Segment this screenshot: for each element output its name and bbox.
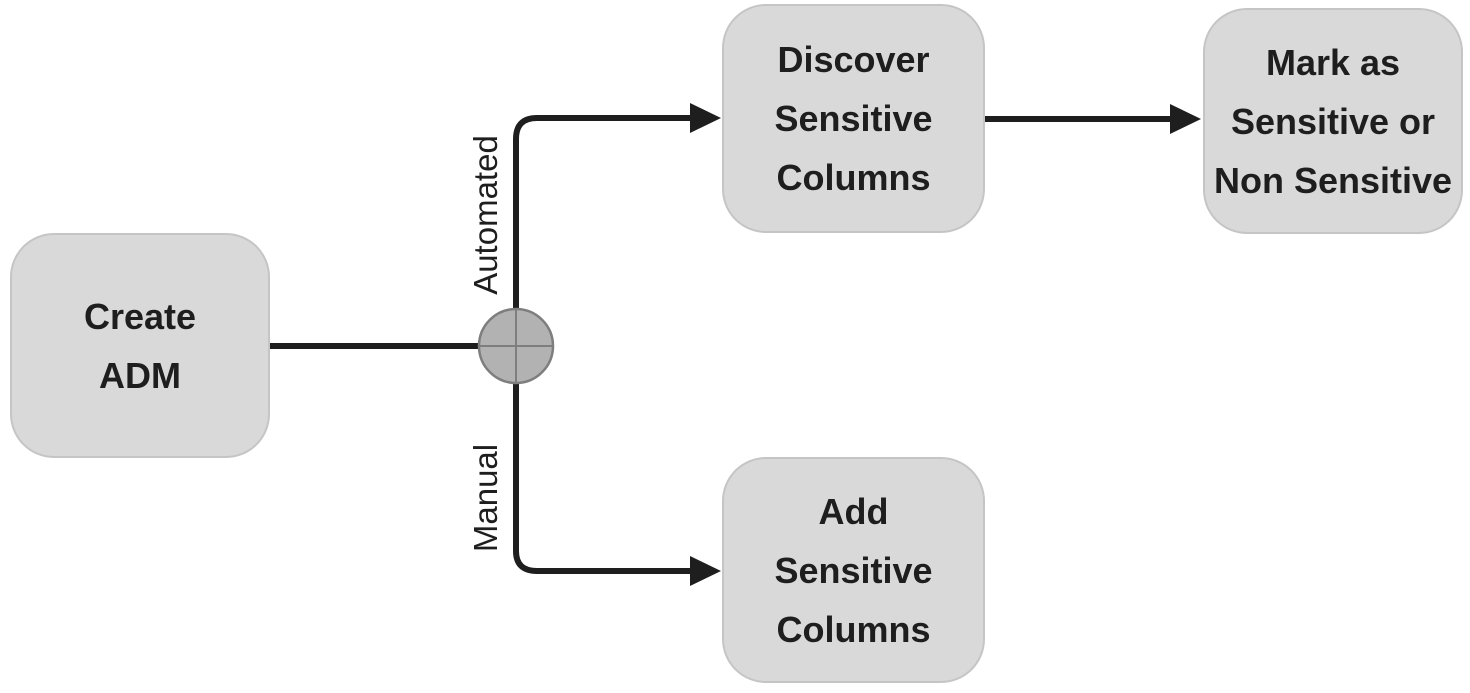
node-label-line: Mark as: [1265, 41, 1401, 83]
node-label-line: Columns: [776, 157, 931, 198]
node-mark-sensitive-or-non-sensitive: Mark as Sensitive or Non Sensitive: [1203, 8, 1463, 234]
node-create-adm: Create ADM: [10, 233, 270, 458]
junction-node: [477, 307, 555, 385]
node-label-line: Sensitive: [774, 98, 933, 139]
edge-manual-path: [513, 346, 691, 574]
node-discover-sensitive-columns: Discover Sensitive Columns: [722, 4, 985, 233]
edge-automated-path: [513, 115, 691, 346]
manual-arrowhead-icon: [690, 556, 721, 586]
edge-label-manual: Manual: [467, 443, 504, 553]
node-label-line: Columns: [776, 608, 931, 650]
node-label-line: Create: [83, 295, 197, 337]
node-label-line: Sensitive or: [1230, 100, 1436, 142]
node-label-line: Sensitive: [774, 549, 933, 591]
node-label-line: Non Sensitive: [1213, 159, 1453, 201]
mark-arrowhead-icon: [1170, 104, 1201, 134]
node-label-line: Add: [818, 490, 889, 532]
edge-label-automated: Automated: [467, 135, 504, 295]
node-label-line: ADM: [99, 354, 181, 396]
node-add-sensitive-columns: Add Sensitive Columns: [722, 457, 985, 683]
node-label-line: Discover: [777, 39, 930, 80]
automated-arrowhead-icon: [690, 103, 721, 133]
